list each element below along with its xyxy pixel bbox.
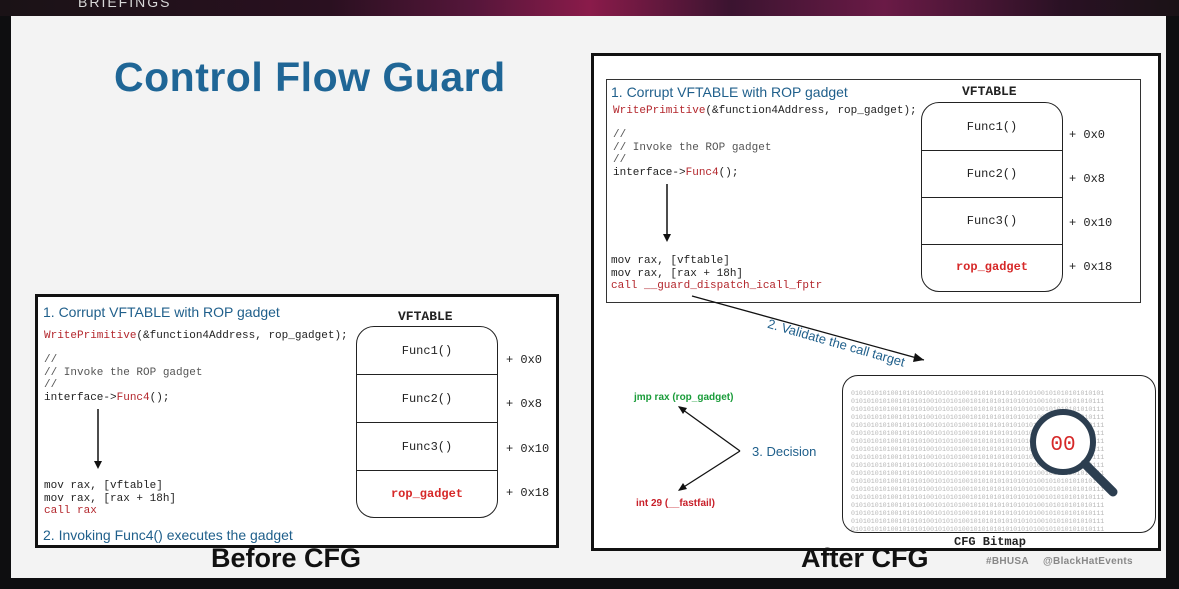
asm-line: call rax <box>44 505 97 517</box>
after-code-box: 1. Corrupt VFTABLE with ROP gadget Write… <box>606 79 1141 303</box>
slide: Control Flow Guard 1. Corrupt VFTABLE wi… <box>11 16 1166 578</box>
vftable-offset: + 0x18 <box>506 486 550 500</box>
vftable-entry: Func3() <box>357 423 497 471</box>
vftable-offset: + 0x8 <box>506 397 543 411</box>
write-args: (&function4Address, rop_gadget); <box>705 105 917 117</box>
after-write-line: WritePrimitive(&function4Address, rop_ga… <box>613 105 917 118</box>
vftable-entry: Func3() <box>922 198 1062 245</box>
vftable-entry: Func2() <box>922 151 1062 198</box>
asm-line: mov rax, [vftable] <box>611 255 730 267</box>
comment-line: // Invoke the ROP gadget <box>613 141 772 154</box>
bitmap-label: CFG Bitmap <box>954 535 1027 549</box>
after-comments: // // Invoke the ROP gadget // interface… <box>613 129 771 179</box>
before-asm: mov rax, [vftable] mov rax, [rax + 18h] … <box>44 480 176 518</box>
comment-line: // <box>613 129 627 141</box>
branch-ok-label: jmp rax (rop_gadget) <box>634 392 734 403</box>
vftable-offset: + 0x0 <box>1069 128 1106 142</box>
before-comments: // // Invoke the ROP gadget // interface… <box>44 354 202 404</box>
write-args: (&function4Address, rop_gadget); <box>136 330 348 342</box>
vftable-entry: Func1() <box>357 327 497 375</box>
arrowhead-icon <box>913 353 924 362</box>
before-step2: 2. Invoking Func4() executes the gadget <box>43 527 293 543</box>
before-code-box: 1. Corrupt VFTABLE with ROP gadget Write… <box>38 297 556 545</box>
before-vftable: Func1() Func2() Func3() rop_gadget <box>356 326 498 518</box>
top-banner: BRIEFINGS <box>0 0 1179 16</box>
comment-line: // <box>44 379 58 391</box>
asm-line: mov rax, [rax + 18h] <box>611 267 744 280</box>
call-fn: Func4 <box>116 391 150 404</box>
write-fn: WritePrimitive <box>613 105 706 117</box>
decision-arrow-ok <box>678 406 741 452</box>
vftable-offset: + 0x10 <box>1069 216 1113 230</box>
call-fn: Func4 <box>685 166 719 179</box>
down-arrow-icon <box>663 184 671 242</box>
call-obj: interface-> <box>44 391 117 404</box>
footer-handle: @BlackHatEvents <box>1043 556 1133 567</box>
decision-arrow-fail <box>678 450 741 491</box>
down-arrow-icon <box>94 409 102 469</box>
call-obj: interface-> <box>613 166 686 179</box>
validate-arrow <box>691 295 925 361</box>
comment-line: // <box>44 354 58 366</box>
arrowhead-icon <box>678 406 687 414</box>
vftable-offset: + 0x8 <box>1069 172 1106 186</box>
slide-title: Control Flow Guard <box>114 54 506 100</box>
vftable-entry-rop: rop_gadget <box>390 486 463 501</box>
vftable-entry-rop: rop_gadget <box>955 260 1028 274</box>
comment-line: // Invoke the ROP gadget <box>44 366 203 379</box>
vftable-offset: + 0x0 <box>506 353 543 367</box>
magnifier-icon: 00 <box>1030 409 1118 497</box>
branch-fail-label: int 29 (__fastfail) <box>636 498 715 509</box>
decision-label: 3. Decision <box>752 444 817 459</box>
after-cfg-panel: 1. Corrupt VFTABLE with ROP gadget Write… <box>591 53 1161 551</box>
cfg-bitmap: 0101010101001010101001010101001010101010… <box>842 375 1156 533</box>
vftable-entry: Func2() <box>357 375 497 423</box>
asm-line: call __guard_dispatch_icall_fptr <box>611 280 823 292</box>
footer-hashtag: #BHUSA <box>986 556 1029 567</box>
call-end: (); <box>718 166 739 179</box>
asm-line: mov rax, [vftable] <box>44 480 163 492</box>
vftable-offset: + 0x18 <box>1069 260 1113 274</box>
write-fn: WritePrimitive <box>44 330 137 342</box>
arrowhead-icon <box>678 483 687 491</box>
after-vftable: Func1() Func2() Func3() rop_gadget <box>921 102 1063 292</box>
call-end: (); <box>149 391 170 404</box>
bitmap-bits: 0101010101001010101001010101001010101010… <box>851 390 1105 533</box>
after-caption: After CFG <box>801 543 929 573</box>
asm-line: mov rax, [rax + 18h] <box>44 492 177 505</box>
comment-line: // <box>613 154 627 166</box>
brand-text: BRIEFINGS <box>78 0 172 10</box>
before-caption: Before CFG <box>211 543 362 573</box>
magnifier-text: 00 <box>1050 434 1075 457</box>
vftable-entry: Func1() <box>922 103 1062 151</box>
vftable-offset: + 0x10 <box>506 442 550 456</box>
before-vftable-title: VFTABLE <box>398 309 453 324</box>
before-write-line: WritePrimitive(&function4Address, rop_ga… <box>44 330 348 343</box>
after-step1: 1. Corrupt VFTABLE with ROP gadget <box>611 84 848 100</box>
before-cfg-panel: 1. Corrupt VFTABLE with ROP gadget Write… <box>35 294 559 548</box>
before-step1: 1. Corrupt VFTABLE with ROP gadget <box>43 304 280 320</box>
after-vftable-title: VFTABLE <box>962 84 1017 99</box>
after-asm: mov rax, [vftable] mov rax, [rax + 18h] … <box>611 255 822 293</box>
flow-arrows <box>678 295 925 491</box>
